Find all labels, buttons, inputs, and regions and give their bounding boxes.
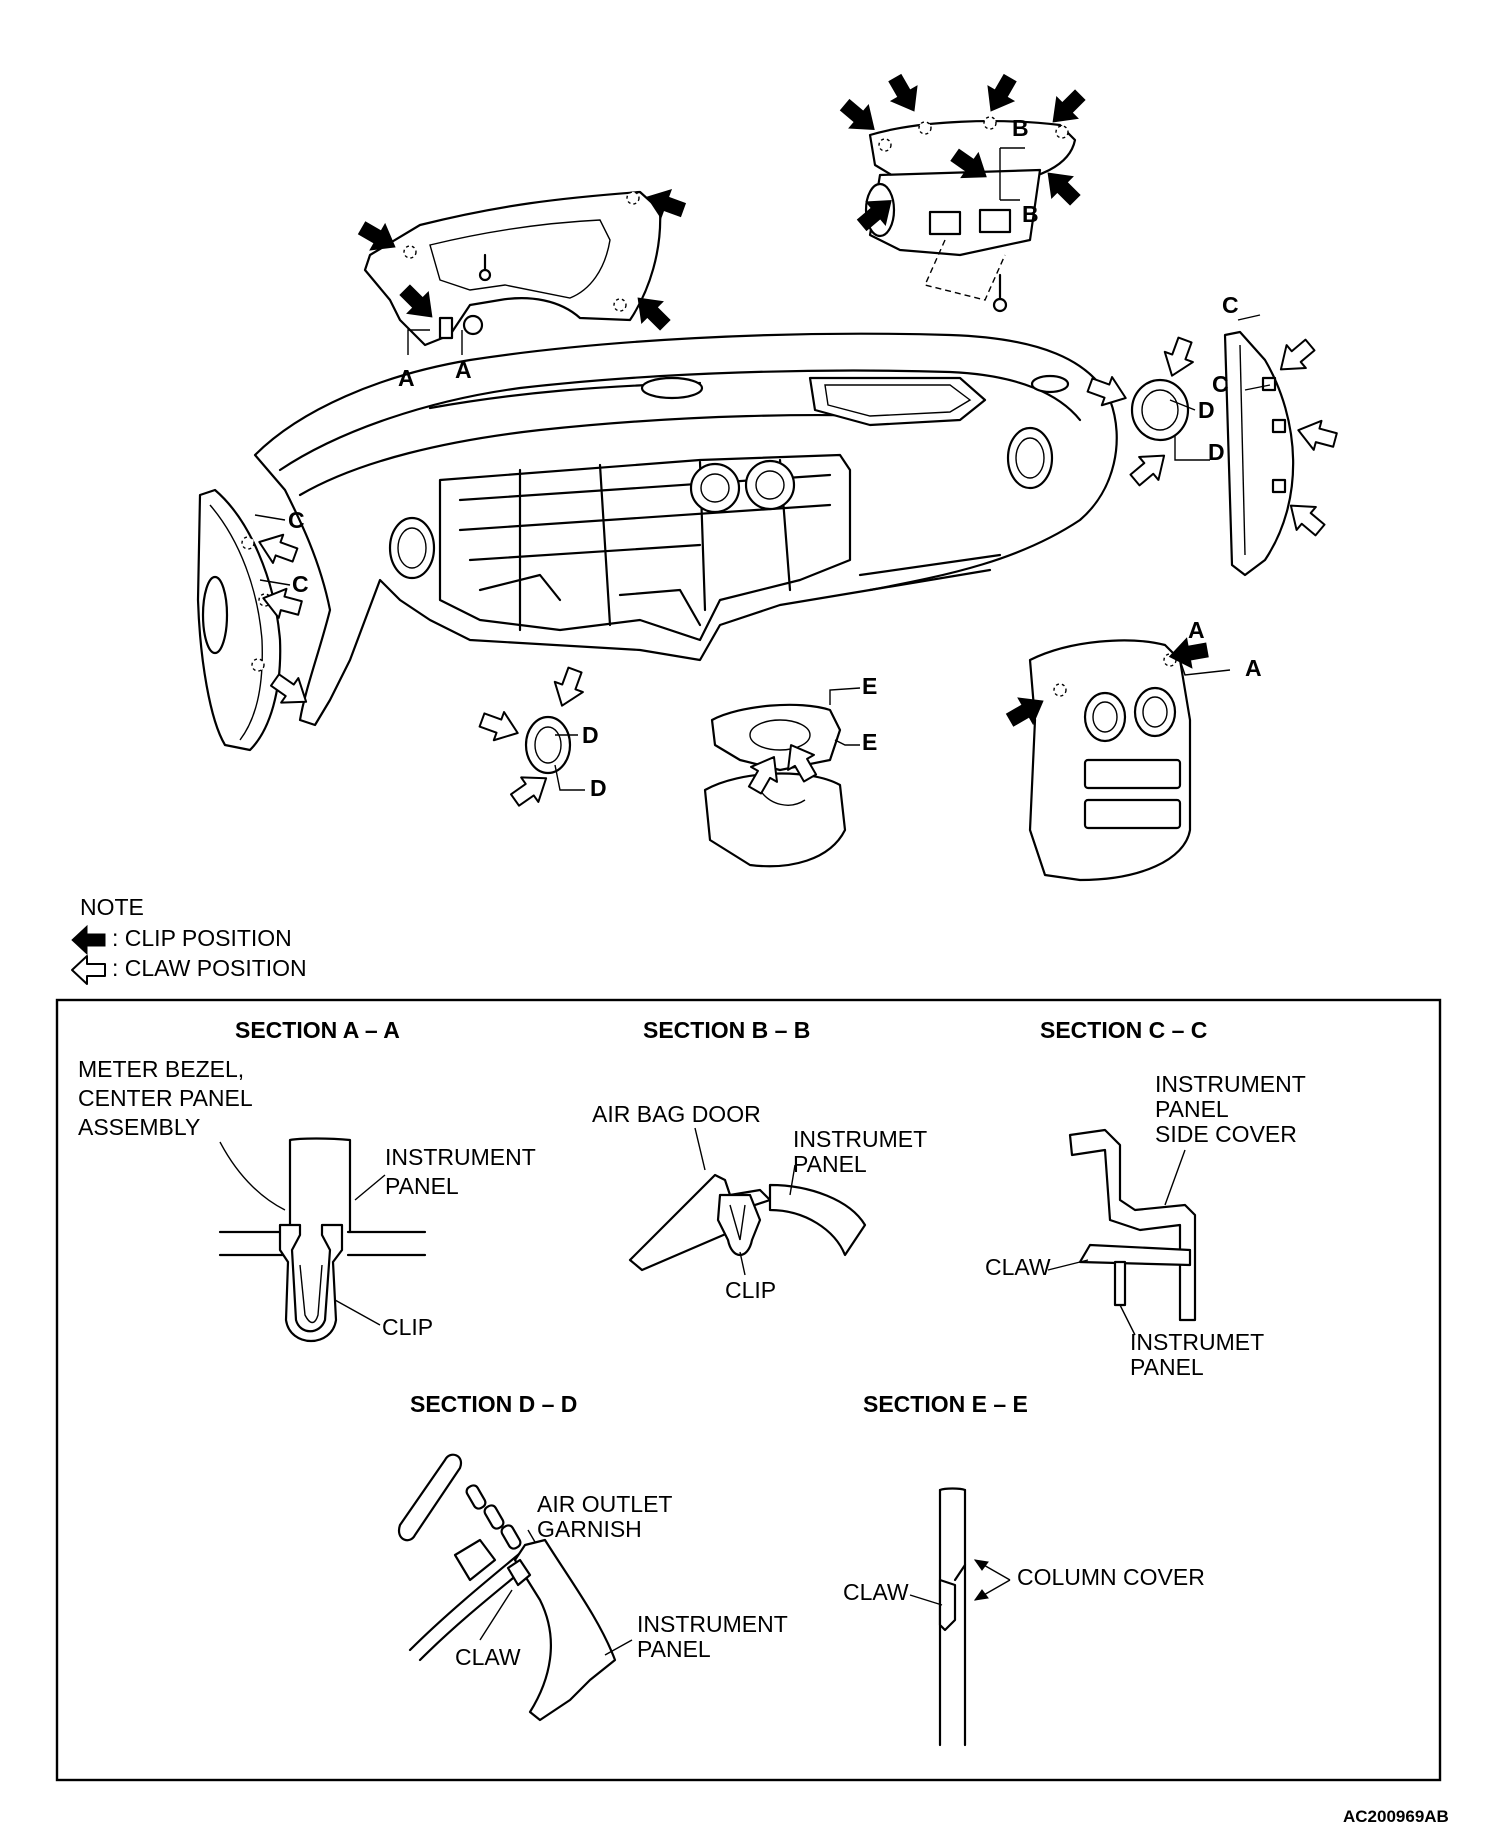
callout-d: D (1198, 397, 1215, 423)
section-cc: SECTION C – C INSTRUMENT PANEL SIDE COVE… (985, 1017, 1306, 1380)
section-cc-side-cover-2: PANEL (1155, 1096, 1229, 1122)
section-cc-title: SECTION C – C (1040, 1017, 1207, 1043)
section-cc-instrumet-panel-2: PANEL (1130, 1354, 1204, 1380)
section-bb-instrumet-panel-2: PANEL (793, 1151, 867, 1177)
callout-a: A (398, 365, 415, 391)
legend: NOTE : CLIP POSITION : CLAW POSITION (71, 894, 307, 985)
callout-c: C (288, 507, 305, 533)
callout-a: A (1188, 617, 1205, 643)
right-air-outlet-garnish (1130, 378, 1190, 442)
callout-c: C (1222, 292, 1239, 318)
section-dd-air-outlet-2: GARNISH (537, 1516, 642, 1542)
callout-a: A (455, 357, 472, 383)
section-cc-side-cover-1: INSTRUMENT (1155, 1071, 1306, 1097)
section-dd: SECTION D – D AIR OUTLET GARNISH CLAW IN… (397, 1391, 788, 1722)
section-dd-claw: CLAW (455, 1644, 521, 1670)
section-cc-instrumet-panel-1: INSTRUMET (1130, 1329, 1264, 1355)
section-ee: SECTION E – E CLAW COLUMN COVER (843, 1391, 1205, 1747)
section-dd-instrument-panel-2: PANEL (637, 1636, 711, 1662)
legend-clip: : CLIP POSITION (112, 925, 292, 951)
section-dd-air-outlet-1: AIR OUTLET (537, 1491, 672, 1517)
left-air-outlet-garnish (524, 715, 572, 775)
callout-c: C (292, 571, 309, 597)
section-ee-title: SECTION E – E (863, 1391, 1028, 1417)
section-cc-claw: CLAW (985, 1254, 1051, 1280)
center-panel-assembly (1028, 639, 1192, 882)
section-cc-side-cover-3: SIDE COVER (1155, 1121, 1297, 1147)
section-ee-claw: CLAW (843, 1579, 909, 1605)
sections-frame (55, 998, 1442, 1782)
claw-legend-icon (71, 955, 106, 985)
column-cover-upper (710, 703, 842, 772)
section-bb: SECTION B – B AIR BAG DOOR INSTRUMET PAN… (592, 1017, 927, 1303)
section-aa-instrument-panel-1: INSTRUMENT (385, 1144, 536, 1170)
section-aa-meter-bezel-3: ASSEMBLY (78, 1114, 200, 1140)
section-bb-instrumet-panel-1: INSTRUMET (793, 1126, 927, 1152)
callout-b: B (1012, 115, 1029, 141)
instrument-panel-main (253, 332, 1118, 727)
section-aa-clip: CLIP (382, 1314, 433, 1340)
figure-id: AC200969AB (1343, 1807, 1449, 1826)
section-callout-lines (254, 147, 1271, 791)
airbag-door-module (864, 116, 1077, 313)
section-aa-title: SECTION A – A (235, 1017, 400, 1043)
legend-claw: : CLAW POSITION (112, 955, 307, 981)
callout-c: C (1212, 371, 1229, 397)
section-dd-title: SECTION D – D (410, 1391, 577, 1417)
callout-d: D (590, 775, 607, 801)
section-dd-instrument-panel-1: INSTRUMENT (637, 1611, 788, 1637)
section-aa: SECTION A – A METER BEZEL, CENTER PANEL … (78, 1017, 536, 1343)
right-side-cover (1223, 330, 1295, 577)
clip-legend-icon (71, 924, 106, 956)
section-aa-meter-bezel-2: CENTER PANEL (78, 1085, 253, 1111)
section-ee-column-cover: COLUMN COVER (1017, 1564, 1205, 1590)
section-bb-clip: CLIP (725, 1277, 776, 1303)
section-bb-title: SECTION B – B (643, 1017, 810, 1043)
column-cover-lower (703, 772, 847, 868)
section-aa-instrument-panel-2: PANEL (385, 1173, 459, 1199)
callout-b: B (1022, 201, 1039, 227)
meter-bezel (363, 190, 662, 347)
legend-title: NOTE (80, 894, 144, 920)
callout-d: D (1208, 439, 1225, 465)
callout-e: E (862, 673, 877, 699)
section-bb-air-bag-door: AIR BAG DOOR (592, 1101, 761, 1127)
callout-e: E (862, 729, 877, 755)
callout-d: D (582, 722, 599, 748)
left-side-cover (196, 488, 282, 752)
callout-a: A (1245, 655, 1262, 681)
callout-letters: A A B B C C C C D D D D E E A A (288, 115, 1262, 801)
section-aa-meter-bezel-1: METER BEZEL, (78, 1056, 244, 1082)
